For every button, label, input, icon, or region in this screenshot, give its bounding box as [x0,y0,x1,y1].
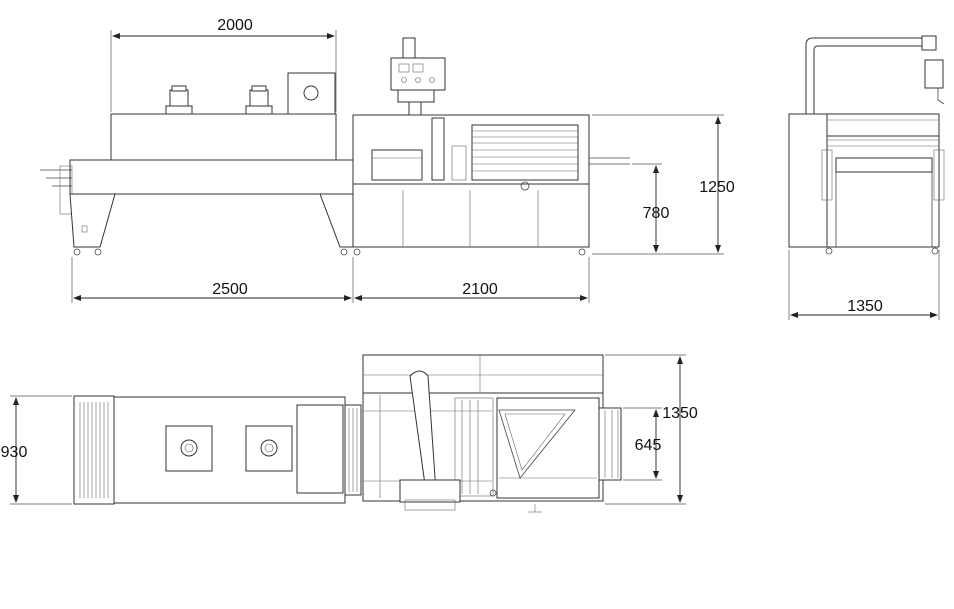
sealer-triangle-frame [496,397,600,499]
tunnel-motor-left [165,85,193,115]
tunnel-motor-right [245,85,273,115]
dim-label-1250: 1250 [699,179,735,196]
dim-label-top-1350: 1350 [662,405,698,422]
caster [340,248,348,256]
dim-label-645: 645 [635,437,662,454]
sealing-jaw-assembly [471,124,579,181]
dim-label-2100: 2100 [462,281,498,298]
outfeed-conveyor [598,407,622,481]
caster [353,248,361,256]
side-sealing-frame [826,113,940,137]
tunnel-hood [110,113,337,161]
tunnel-table [69,159,354,195]
caster [825,247,833,255]
sealer-column-top [402,37,416,59]
tunnel-leg-left [69,193,116,248]
sealing-arm [431,117,445,181]
dim-label-780: 780 [643,205,670,222]
caster [578,248,586,256]
side-control-box [924,59,944,89]
tunnel-fan-right [245,425,293,472]
tunnel-fan-left [165,425,213,472]
front-view [40,37,630,256]
sealer-control-panel [390,57,446,91]
sealer-top-frame [362,354,604,394]
infeed-roller-conveyor [73,395,115,505]
dim-label-930: 930 [1,444,28,461]
sealer-cabinet [352,183,590,248]
caster [73,248,81,256]
side-dimensions: 1350 [788,250,940,320]
tunnel-leg-right [319,193,354,248]
caster [931,247,939,255]
front-dimensions: 2000 2500 2100 1250 780 [71,17,735,303]
top-dimensions: 930 1350 645 [1,354,698,505]
tunnel-gauge [303,85,319,101]
dim-label-side-1350: 1350 [847,298,883,315]
top-view [73,354,622,513]
caster [94,248,102,256]
side-cabinet [788,113,828,248]
dim-label-2500: 2500 [212,281,248,298]
film-roll [371,149,423,181]
side-view [788,35,945,255]
dim-label-2000: 2000 [217,17,253,34]
tunnel-control-box [287,72,336,115]
side-column-pipe [805,37,924,114]
tunnel-control-box-top [296,404,344,494]
